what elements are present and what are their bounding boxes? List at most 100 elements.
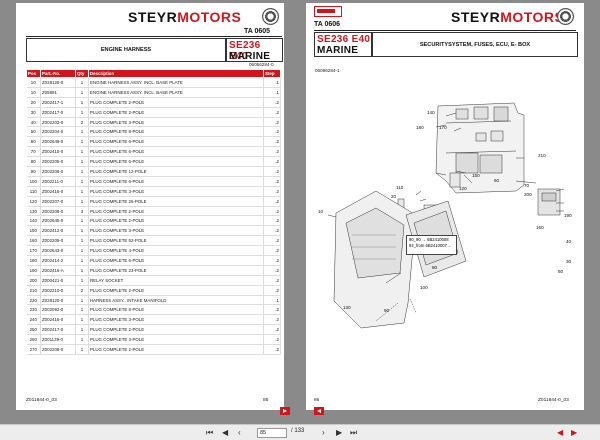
callout-label: 130 [343, 305, 351, 310]
col-pos: Pos [26, 69, 41, 78]
callout-label: 160 [536, 225, 544, 230]
previous-page-icon[interactable]: ◀ [222, 428, 229, 437]
back-tab-icon[interactable] [314, 6, 342, 17]
callout-label: 90 [384, 308, 390, 313]
cell-qty: 1 [75, 295, 89, 306]
cell-qty: 1 [75, 245, 89, 257]
back-icon[interactable]: ◀ [557, 428, 564, 437]
cell-step: .2 [263, 285, 281, 296]
cell-step: .2 [263, 324, 281, 336]
cell-description: PLUG COMPLETE 8-POLE [88, 304, 264, 316]
page-title: ENGINE HARNESS [26, 38, 226, 62]
cell-pos: 80 [26, 156, 41, 168]
cell-description: PLUG COMPLETE 12-POLE [88, 166, 264, 177]
seal-icon [262, 8, 279, 25]
cell-qty: 1 [75, 126, 89, 138]
cell-part-no: Z001139-0 [40, 334, 76, 346]
cell-part-no: Z002208-0 [40, 344, 76, 355]
legend-line: 90_90 → 6B2410008 [409, 237, 449, 242]
cell-qty: 1 [75, 186, 89, 197]
cell-description: PLUG COMPLETE 3-POLE [88, 225, 264, 237]
cell-qty: 1 [75, 215, 89, 227]
cell-description: PLUG COMPLETE 2-POLE [88, 344, 264, 355]
cell-description: PLUG COMPLETE 2-POLE [88, 285, 264, 296]
brand-prefix: STEYR [451, 9, 501, 25]
cell-description: PLUG COMPLETE 2-POLE [88, 324, 264, 336]
cell-part-no: Z002417-0 [40, 107, 76, 118]
right-page: STEYRMOTORS TA 0606 SE236 E40 MARINE SEC… [306, 3, 584, 415]
cell-step: .2 [263, 97, 281, 108]
previous-page-icon[interactable]: ‹ [238, 428, 241, 437]
cell-qty: 1 [75, 334, 89, 346]
last-page-icon[interactable]: ⏭ [350, 428, 358, 437]
callout-label: 180 [416, 125, 424, 130]
engine-logo: SE236 E40 MARINE [314, 32, 372, 57]
cell-description: PLUG COMPLETE 2-POLE [88, 215, 264, 227]
cell-pos: 270 [26, 344, 41, 355]
callout-label: 200 [524, 192, 532, 197]
cell-part-no: Z002416-0 [40, 314, 76, 326]
cell-part-no: Z002205-0 [40, 156, 76, 168]
cell-description: PLUG COMPLETE 6-POLE [88, 255, 264, 266]
total-pages: / 133 [291, 428, 305, 434]
version-legend: 90_90 → 6B2410008 92_from 6B2410007→ [406, 235, 457, 255]
header-divider [314, 30, 576, 31]
cell-step: .2 [263, 146, 281, 158]
cell-part-no: Z002645-0 [40, 215, 76, 227]
col-part-no: Part.-No. [40, 69, 76, 78]
cell-part-no: Z05891 [40, 87, 76, 98]
previous-page-arrow-icon[interactable] [314, 407, 324, 415]
cell-step: .2 [263, 206, 281, 217]
next-page-icon[interactable]: ▶ [336, 428, 343, 437]
cell-step: .2 [263, 126, 281, 138]
cell-description: PLUG COMPLETE 2-POLE [88, 97, 264, 108]
col-step: Step [263, 69, 281, 78]
exploded-diagram [327, 102, 565, 329]
cell-qty: 1 [75, 196, 89, 207]
cell-part-no: Z002417-1 [40, 97, 76, 108]
cell-step: .2 [263, 215, 281, 227]
doc-number: 06056284-0 [249, 62, 274, 67]
cell-description: PLUG COMPLETE 23-POLE [88, 265, 264, 276]
callout-label: 150 [472, 173, 480, 178]
cell-pos: 190 [26, 265, 41, 276]
cell-step: .2 [263, 245, 281, 257]
footer-code: Z011844-0_03 [26, 398, 57, 403]
cell-qty: 1 [75, 77, 89, 88]
callout-label: 110 [396, 185, 404, 190]
cell-qty: 1 [75, 275, 89, 286]
cell-qty: 1 [75, 107, 89, 118]
cell-description: PLUG COMPLETE 4-POLE [88, 245, 264, 257]
page-number-input[interactable]: 85 [257, 428, 287, 438]
next-page-arrow-icon[interactable] [280, 407, 290, 415]
section-code: TA 0605 [244, 28, 271, 35]
cell-qty: 1 [75, 156, 89, 168]
cell-part-no: Z028128-0 [40, 77, 76, 88]
cell-step: .1 [263, 87, 281, 98]
cell-pos: 200 [26, 275, 41, 286]
next-page-icon[interactable]: › [322, 428, 325, 437]
cell-pos: 100 [26, 176, 41, 187]
cell-part-no: Z002414-2 [40, 255, 76, 266]
first-page-icon[interactable]: ⏮ [206, 428, 214, 437]
cell-part-no: Z002204-0 [40, 126, 76, 138]
cell-qty: 1 [75, 324, 89, 336]
callout-label: 20 [391, 194, 397, 199]
forward-icon[interactable]: ▶ [571, 428, 578, 437]
cell-step: .2 [263, 314, 281, 326]
